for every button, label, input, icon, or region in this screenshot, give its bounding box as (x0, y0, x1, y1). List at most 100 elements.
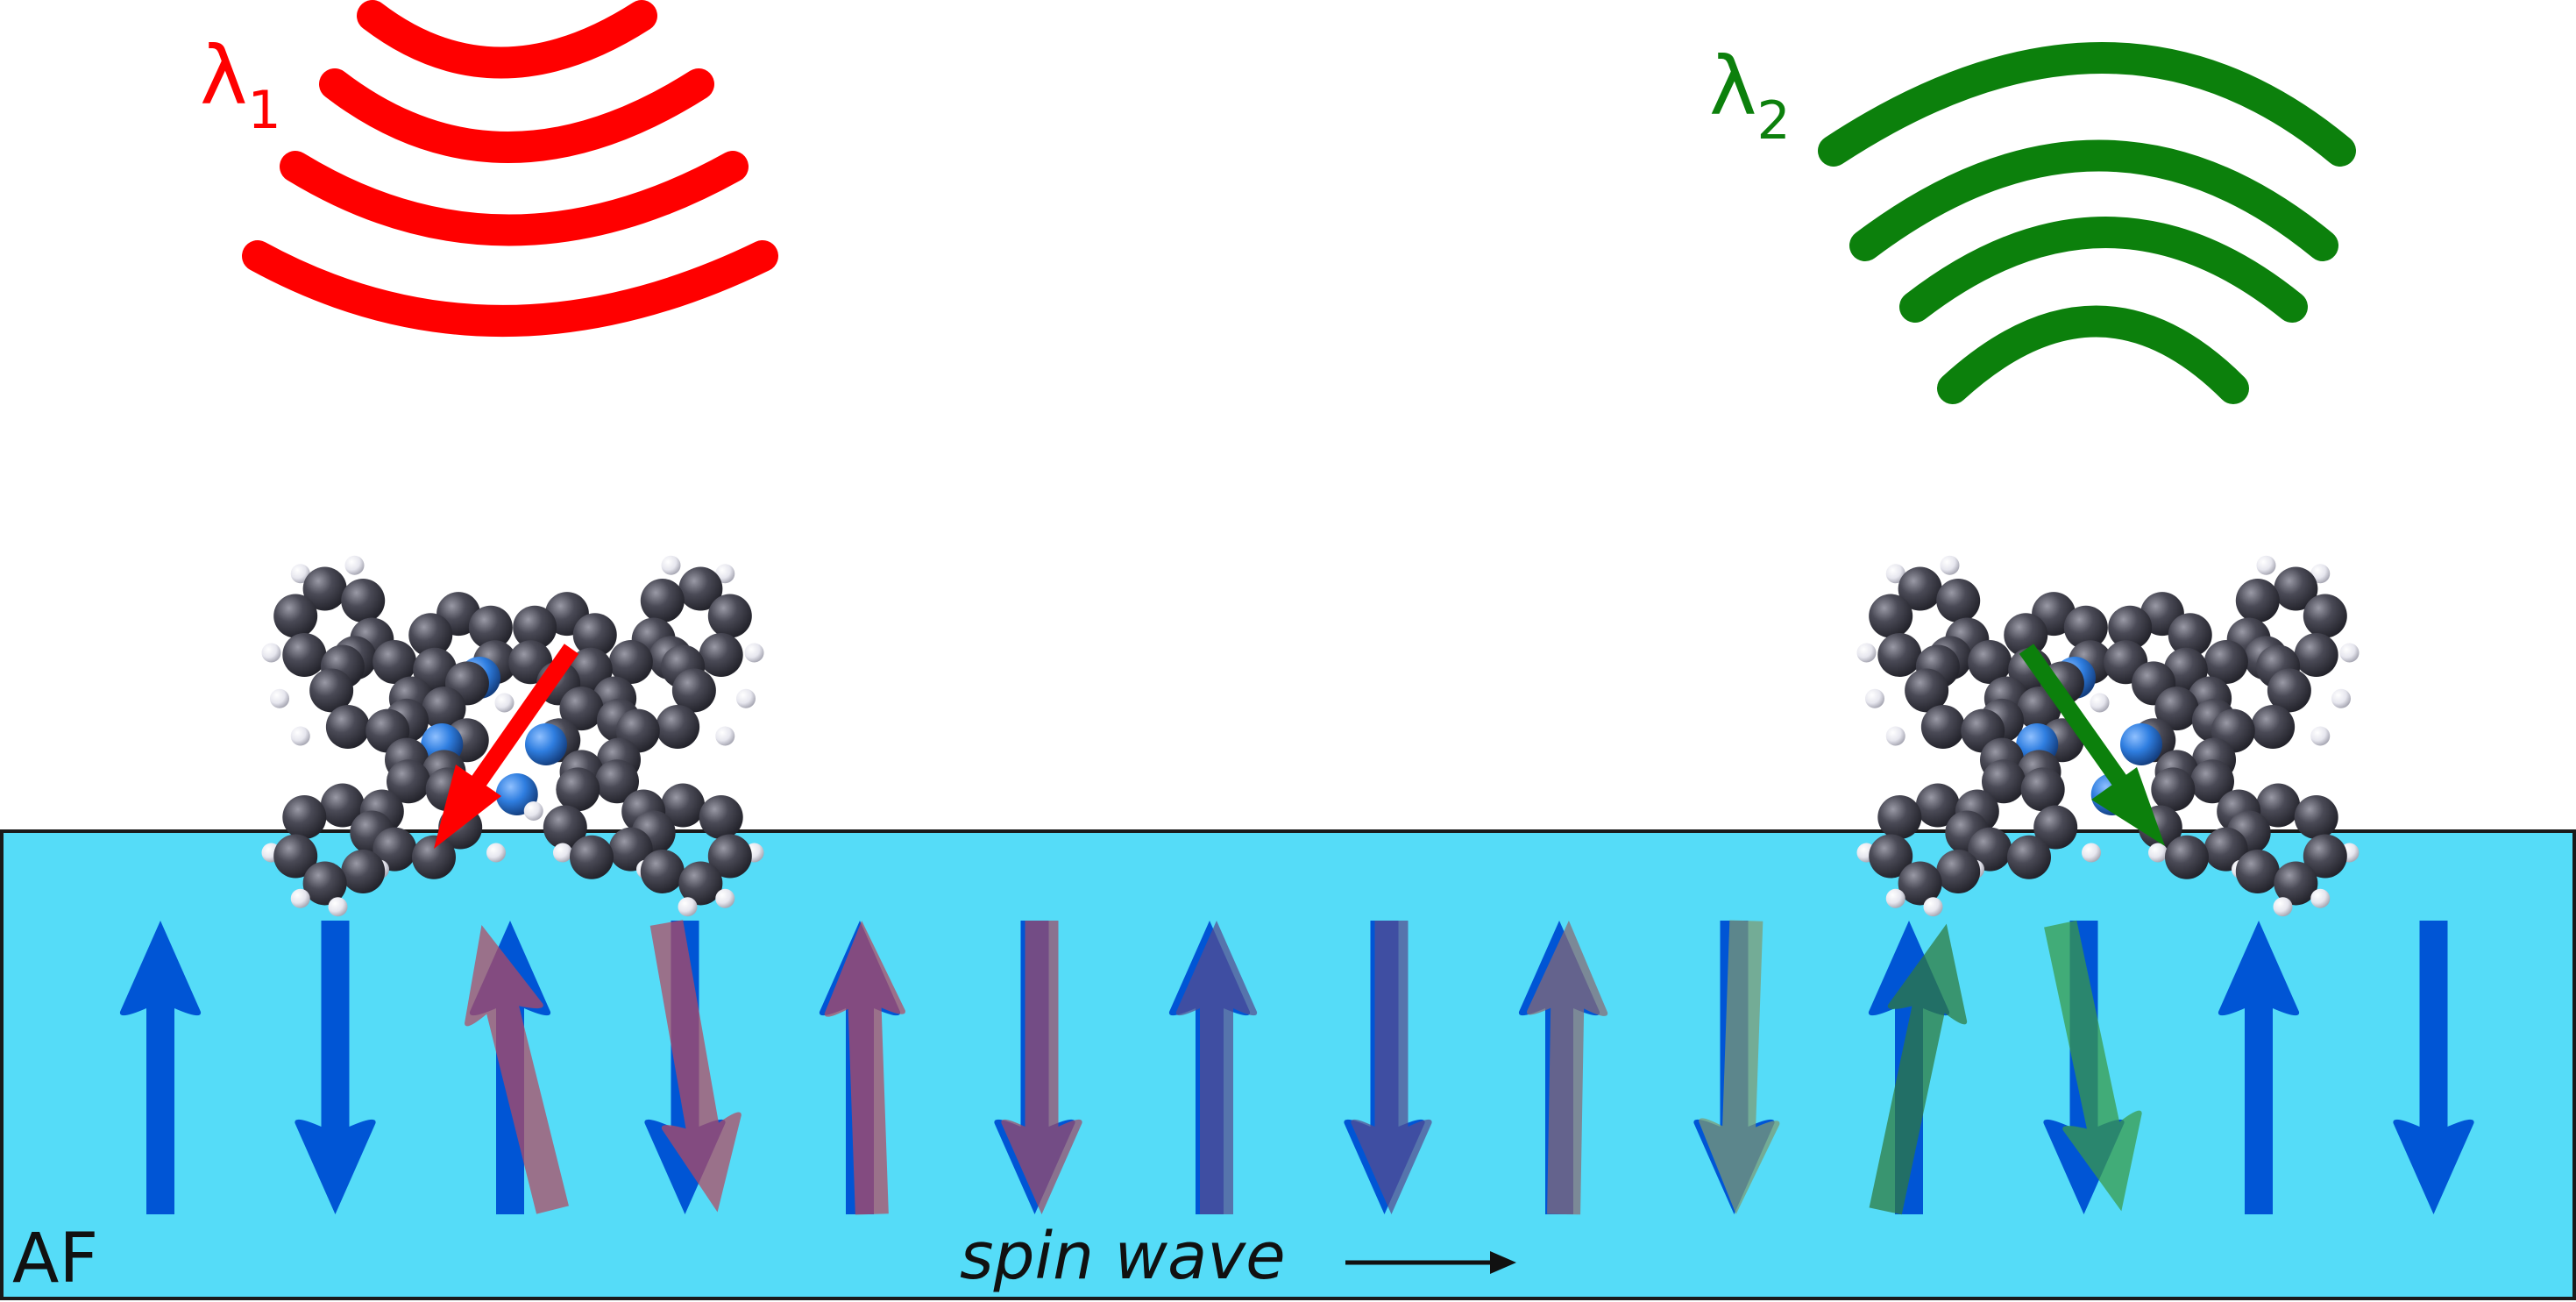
af-layer (0, 829, 2576, 1300)
hydrogen-atom (290, 726, 310, 746)
spin-tilt-overlay-11-shape (1869, 923, 1968, 1215)
carbon-atom (320, 783, 365, 828)
carbon-atom (1936, 579, 1981, 623)
wave-arc-2 (1849, 139, 2338, 261)
carbon-atom (325, 705, 370, 750)
carbon-atom (373, 639, 417, 684)
spin-tilt-overlay-10 (1699, 920, 1780, 1214)
wave-lambda-1 (242, 0, 778, 337)
spin-tilt-overlay-8 (1351, 921, 1432, 1214)
hydrogen-atom (494, 693, 514, 713)
carbon-atom (273, 594, 318, 638)
carbon-atom (273, 834, 318, 879)
carbon-atom (373, 827, 417, 872)
hydrogen-atom (1856, 643, 1877, 663)
spin-chain (119, 920, 2474, 1215)
hydrogen-atom (261, 643, 281, 663)
spin-tilt-overlay-12-shape (2044, 920, 2142, 1212)
spin-tilt-overlay-3 (465, 924, 569, 1214)
carbon-atom (1968, 827, 2012, 872)
hydrogen-atom (1940, 555, 1960, 575)
carbon-atom (2154, 687, 2199, 731)
carbon-atom (309, 668, 354, 713)
spin-tilt-overlay-9 (1527, 921, 1608, 1215)
hydrogen-atom (270, 688, 289, 708)
wave-arc-3 (1899, 217, 2308, 323)
spin-arrow-2-shape (295, 921, 376, 1214)
wave-lambda-2 (1818, 42, 2356, 404)
carbon-atom (282, 632, 327, 677)
carbon-atom (1877, 632, 1922, 677)
carbon-atom (468, 605, 513, 650)
carbon-atom (2108, 605, 2153, 650)
carbon-atom (282, 795, 327, 840)
hydrogen-atom (2090, 693, 2110, 713)
carbon-atom (2190, 759, 2234, 804)
molecule-left (261, 555, 764, 917)
carbon-atom (543, 805, 587, 850)
hydrogen-atom (1885, 564, 1905, 584)
spin-tilt-overlay-9-shape (1527, 921, 1608, 1215)
lambda-1-label: λ1 (200, 29, 281, 141)
hydrogen-atom (736, 688, 756, 708)
wave-arc-4 (242, 240, 778, 337)
carbon-atom (387, 759, 431, 804)
spin-tilt-overlay-5-shape (824, 921, 905, 1215)
carbon-atom (2294, 632, 2338, 677)
carbon-atom (2017, 687, 2062, 731)
carbon-atom (661, 783, 706, 828)
hydrogen-atom (2273, 897, 2293, 917)
carbon-atom (2267, 668, 2311, 713)
hydrogen-atom (523, 801, 543, 821)
spin-tilt-overlay-8-shape (1351, 921, 1432, 1214)
wave-arc-1 (1818, 42, 2356, 167)
spin-arrow-14 (2393, 921, 2474, 1214)
carbon-atom (572, 613, 617, 658)
carbon-atom (2203, 827, 2248, 872)
carbon-atom (513, 605, 557, 650)
hydrogen-atom (2339, 643, 2360, 663)
carbon-atom (1968, 639, 2012, 684)
nitrogen-atom (2120, 723, 2162, 765)
carbon-atom (1936, 849, 1981, 893)
hydrogen-atom (661, 555, 681, 575)
hydrogen-atom (1885, 726, 1905, 746)
carbon-atom (1905, 668, 1949, 713)
carbon-atom (678, 861, 723, 906)
carbon-atom (2168, 613, 2212, 658)
carbon-atom (1898, 861, 1942, 906)
hydrogen-atom (2082, 843, 2101, 863)
carbon-atom (408, 613, 453, 658)
carbon-atom (1869, 594, 1913, 638)
carbon-atom (341, 579, 386, 623)
hydrogen-atom (290, 564, 310, 584)
moment-arrow-right (2019, 644, 2165, 846)
carbon-atom (1877, 795, 1922, 840)
carbon-atom (640, 579, 685, 623)
hydrogen-atom (344, 555, 365, 575)
carbon-atom (2007, 835, 2051, 879)
spin-arrow-13 (2218, 921, 2300, 1214)
hydrogen-atom (1923, 897, 1943, 917)
hydrogen-atom (1865, 688, 1884, 708)
lambda-2-label: λ2 (1709, 39, 1791, 152)
carbon-atom (2274, 861, 2318, 906)
carbon-atom (2294, 795, 2338, 840)
carbon-atom (2063, 605, 2108, 650)
propagation-arrow (1345, 1251, 1516, 1274)
carbon-atom (640, 849, 685, 893)
carbon-atom (699, 795, 743, 840)
carbon-atom (2251, 705, 2296, 750)
hydrogen-atom (2148, 843, 2168, 863)
carbon-atom (1915, 783, 1960, 828)
carbon-atom (2151, 767, 2196, 812)
wave-arc-3 (280, 151, 749, 246)
hydrogen-atom (553, 843, 572, 863)
spin-tilt-overlay-3-shape (465, 924, 569, 1214)
spin-tilt-overlay-11 (1869, 923, 1968, 1215)
carbon-atom (1920, 705, 1965, 750)
spin-tilt-overlay-4 (649, 920, 742, 1213)
spin-tilt-overlay-4-shape (649, 920, 742, 1213)
molecule-right (1856, 555, 2360, 917)
af-label: AF (12, 1220, 98, 1298)
